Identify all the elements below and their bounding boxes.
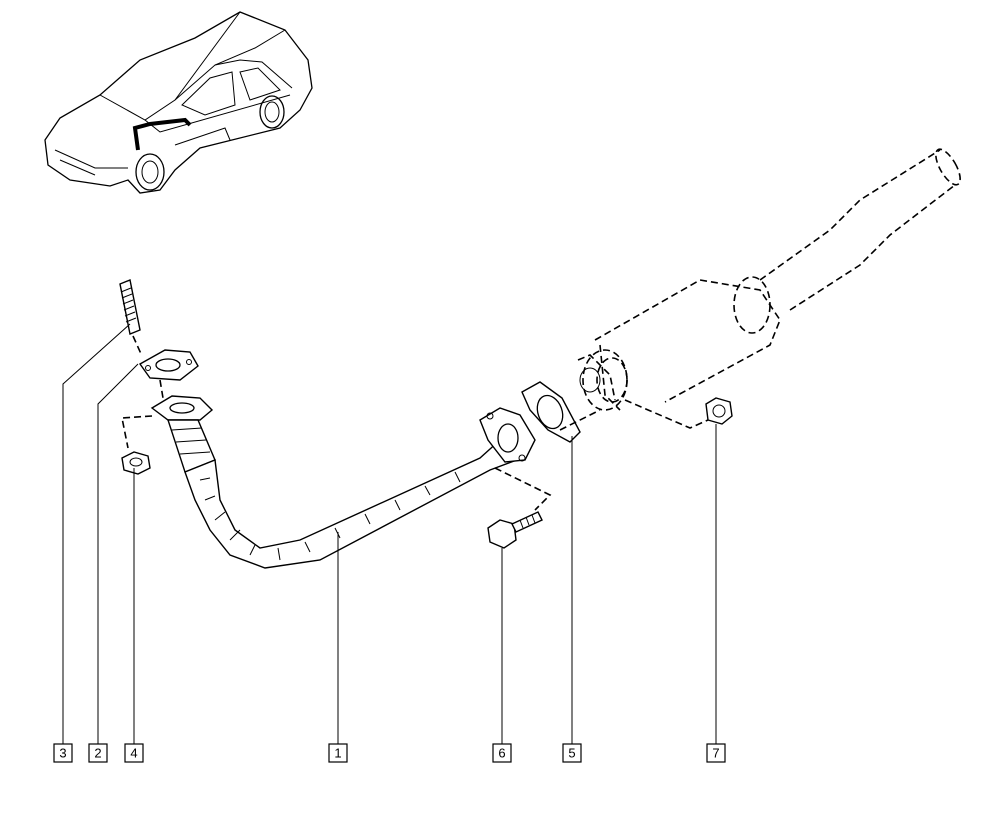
callout-4: 4	[124, 743, 144, 763]
callout-5: 5	[562, 743, 582, 763]
callout-3: 3	[53, 743, 73, 763]
hex-bolt-icon	[487, 467, 552, 549]
callout-label: 7	[712, 746, 719, 761]
callout-2: 2	[88, 743, 108, 763]
stud-bolt-icon	[119, 279, 143, 357]
callout-label: 1	[334, 746, 341, 761]
leader-lines	[62, 323, 717, 744]
callout-1: 1	[328, 743, 348, 763]
hex-nut-icon	[624, 397, 733, 429]
manifold-gasket-icon	[138, 349, 199, 381]
callout-7: 7	[706, 743, 726, 763]
callout-label: 3	[59, 746, 66, 761]
callout-label: 4	[130, 746, 137, 761]
car-location-icon	[44, 11, 313, 194]
callout-label: 5	[568, 746, 575, 761]
flange-gasket-icon	[521, 381, 601, 443]
callout-label: 6	[498, 746, 505, 761]
callout-6: 6	[492, 743, 512, 763]
flange-nut-icon	[121, 415, 153, 475]
silencer-outline-icon	[577, 148, 961, 411]
callout-label: 2	[94, 746, 101, 761]
exhaust-downpipe-icon	[150, 379, 536, 569]
